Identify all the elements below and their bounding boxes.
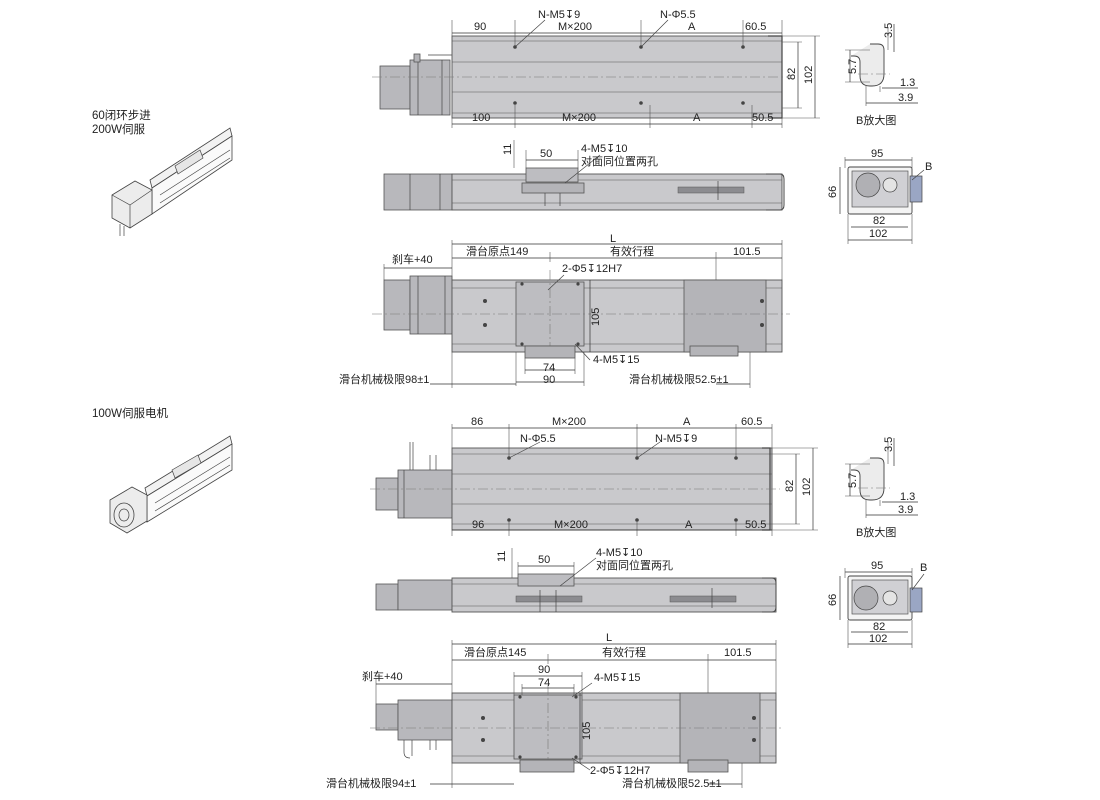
set2-top-dim-82: 82	[784, 480, 796, 492]
set2-detail-dim-3-5: 3.5	[883, 437, 895, 452]
set2-plan-dim-l: L	[606, 632, 612, 644]
set2-top-dim-102: 102	[801, 478, 813, 496]
set2-detail-dim-1-3: 1.3	[900, 491, 915, 503]
set2-top-dim-mx200-b: M×200	[554, 519, 588, 531]
set1-plan-view	[372, 240, 790, 388]
set1-top-dim-a: A	[688, 21, 696, 33]
set1-plan-dim-101-5: 101.5	[733, 246, 761, 258]
set1-side-dim-11: 11	[502, 144, 514, 155]
set1-top-dim-mx200-b: M×200	[562, 112, 596, 124]
set2-end-view	[839, 568, 925, 648]
set1-top-dim-102: 102	[803, 66, 815, 84]
set1-top-dim-mx200: M×200	[558, 21, 592, 33]
set2-plan-stroke: 有效行程	[602, 645, 646, 659]
set1-plan-limit-left: 滑台机械极限98±1	[339, 372, 429, 386]
set2-top-view	[370, 424, 818, 536]
set2-top-dim-50-5: 50.5	[745, 519, 766, 531]
set1-end-dim-102: 102	[869, 228, 887, 240]
set1-top-view	[372, 19, 820, 128]
set1-plan-brake: 刹车+40	[392, 252, 433, 266]
set1-detail-caption: B放大图	[856, 113, 896, 127]
set2-side-dim-11: 11	[496, 551, 508, 562]
set1-end-dim-66: 66	[827, 186, 839, 198]
set2-top-dim-86: 86	[471, 416, 483, 428]
set1-plan-limit-right: 滑台机械极限52.5±1	[629, 372, 729, 386]
set1-plan-stroke: 有效行程	[610, 244, 654, 258]
set1-plan-callout-bottom: 4-M5↧15	[593, 354, 640, 366]
set1-detail-dim-5-7: 5.7	[847, 59, 859, 74]
set2-end-dim-82: 82	[873, 621, 885, 633]
set1-end-view	[839, 157, 925, 244]
set2-top-thread-callout: N-M5↧9	[655, 433, 697, 445]
set2-plan-brake: 刹车+40	[362, 669, 403, 683]
set1-side-callout-line1: 4-M5↧10	[581, 143, 628, 155]
set2-plan-limit-left: 滑台机械极限94±1	[326, 776, 416, 790]
set2-side-callout-line2: 对面同位置两孔	[596, 558, 673, 572]
set1-plan-dim-l: L	[610, 233, 616, 245]
set1-plan-callout-top: 2-Φ5↧12H7	[562, 263, 622, 275]
set1-detail-dim-1-3: 1.3	[900, 77, 915, 89]
set2-plan-callout-bottom: 2-Φ5↧12H7	[590, 765, 650, 777]
isometric-actuator-servo	[109, 435, 233, 534]
set1-top-hole-callout: N-Φ5.5	[660, 9, 696, 21]
set1-end-mark-b: B	[925, 161, 932, 173]
variant1-caption-line1: 60闭环步进	[92, 109, 151, 122]
set2-end-dim-95: 95	[871, 560, 883, 572]
set1-end-dim-82: 82	[873, 215, 885, 227]
set1-top-dim-82: 82	[786, 68, 798, 80]
set1-side-dim-50: 50	[540, 148, 552, 160]
set2-top-dim-96: 96	[472, 519, 484, 531]
set2-plan-origin: 滑台原点145	[464, 645, 526, 659]
set1-top-dim-100: 100	[472, 112, 490, 124]
set2-top-dim-mx200: M×200	[552, 416, 586, 428]
set2-top-hole-callout: N-Φ5.5	[520, 433, 556, 445]
variant2-caption: 100W伺服电机	[92, 406, 169, 420]
set2-detail-dim-5-7: 5.7	[847, 473, 859, 488]
set1-top-dim-60-5: 60.5	[745, 21, 766, 33]
set2-plan-dim-90: 90	[538, 664, 550, 676]
set1-top-thread-callout: N-M5↧9	[538, 9, 580, 21]
set2-plan-callout-top: 4-M5↧15	[594, 672, 641, 684]
set1-plan-dim-90: 90	[543, 374, 555, 386]
set1-plan-dim-105: 105	[590, 308, 602, 326]
set2-top-dim-60-5: 60.5	[741, 416, 762, 428]
set2-top-dim-a-b: A	[685, 519, 693, 531]
set1-top-dim-90: 90	[474, 21, 486, 33]
set1-top-dim-50-5: 50.5	[752, 112, 773, 124]
set2-side-view	[375, 548, 777, 613]
set2-plan-dim-105: 105	[581, 722, 593, 740]
set2-end-mark-b: B	[920, 562, 927, 574]
set1-side-view	[383, 140, 785, 211]
set2-detail-b	[845, 438, 918, 518]
set1-plan-dim-74: 74	[543, 362, 555, 374]
set1-top-dim-a-b: A	[693, 112, 701, 124]
set1-end-dim-95: 95	[871, 148, 883, 160]
set2-plan-dim-101-5: 101.5	[724, 647, 752, 659]
set2-detail-caption: B放大图	[856, 525, 896, 539]
set2-side-callout-line1: 4-M5↧10	[596, 547, 643, 559]
set1-detail-dim-3-5: 3.5	[883, 23, 895, 38]
set2-detail-dim-3-9: 3.9	[898, 504, 913, 516]
set1-plan-origin: 滑台原点149	[466, 244, 528, 258]
set2-end-dim-66: 66	[827, 594, 839, 606]
set1-detail-dim-3-9: 3.9	[898, 92, 913, 104]
set2-top-dim-a: A	[683, 416, 691, 428]
isometric-actuator-stepper	[111, 127, 233, 236]
set1-side-callout-line2: 对面同位置两孔	[581, 154, 658, 168]
set1-detail-b	[845, 24, 918, 106]
variant1-caption-line2: 200W伺服	[92, 123, 146, 136]
set2-plan-view	[370, 640, 784, 788]
set2-side-dim-50: 50	[538, 554, 550, 566]
set2-plan-dim-74: 74	[538, 677, 550, 689]
set2-plan-limit-right: 滑台机械极限52.5±1	[622, 776, 722, 790]
set2-end-dim-102: 102	[869, 633, 887, 645]
